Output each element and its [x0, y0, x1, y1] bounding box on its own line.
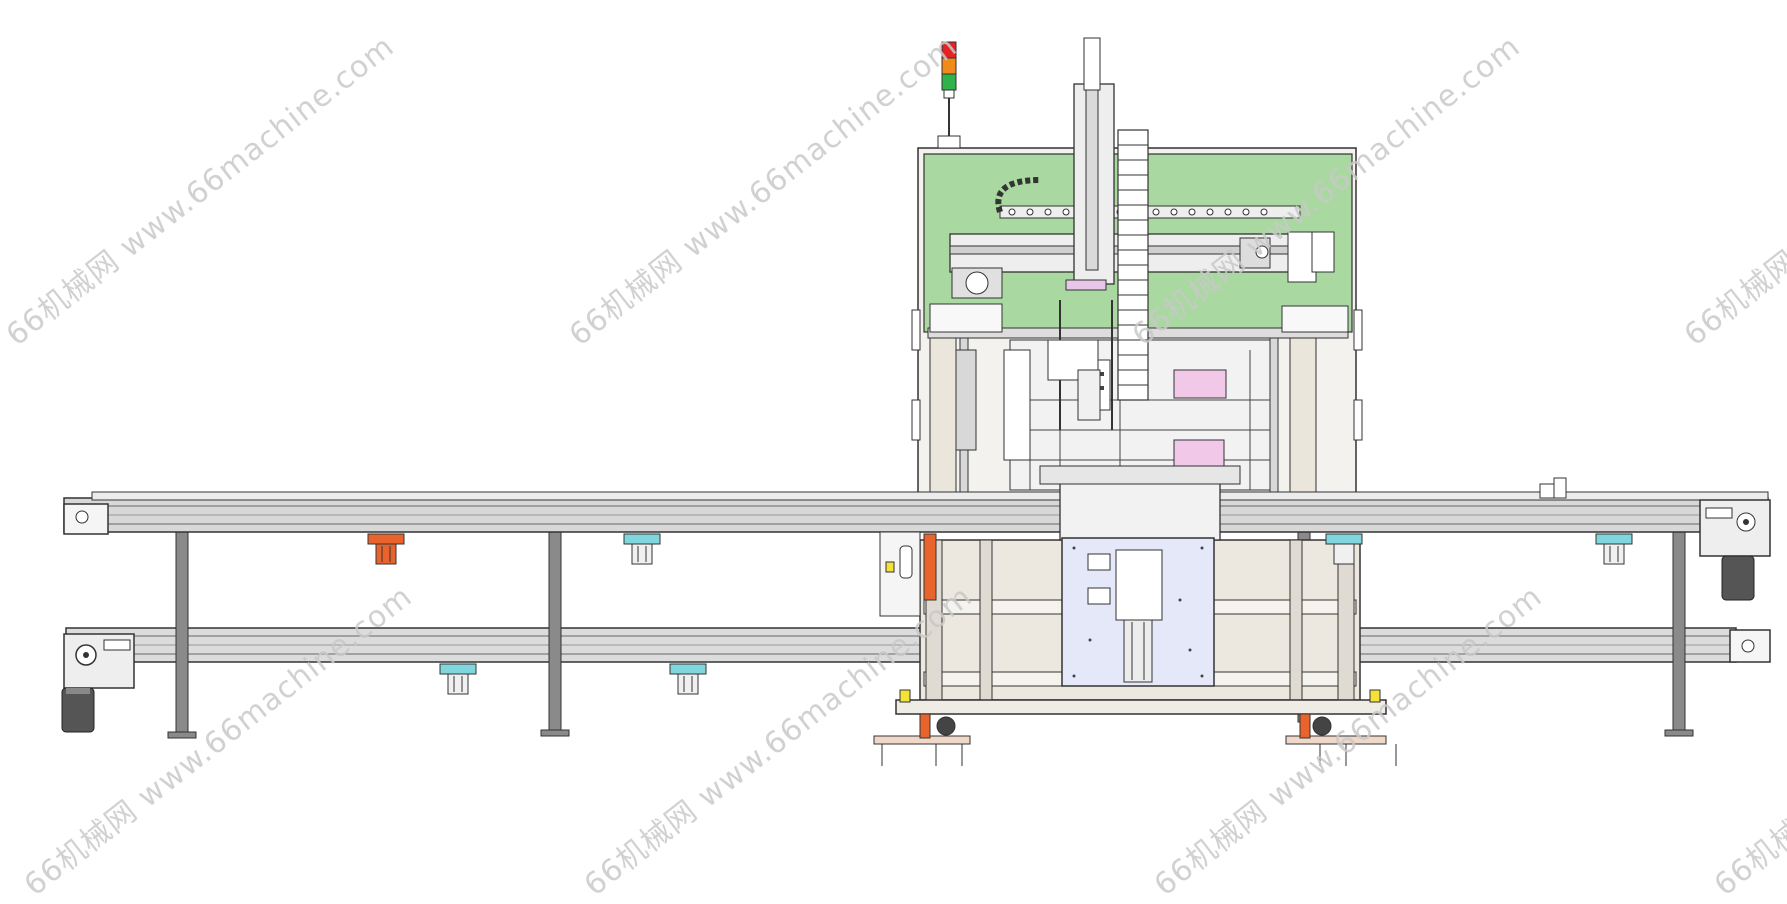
orange-guide	[923, 533, 937, 601]
leveling-feet	[873, 689, 1397, 766]
conveyor-machine-diagram	[61, 37, 1771, 766]
pink-component	[1173, 439, 1225, 469]
upper-motor	[1721, 555, 1755, 601]
sensor-cyan	[669, 663, 707, 695]
sensor-orange	[367, 533, 405, 565]
base-plate	[895, 699, 1387, 715]
sensor-cyan	[623, 533, 661, 565]
lower-conveyor	[61, 627, 1771, 733]
cable-chain-vertical	[1117, 129, 1149, 401]
sensor-cyan	[439, 663, 477, 695]
upper-conveyor	[63, 477, 1771, 601]
sensor-cyan	[1325, 533, 1363, 565]
sensor-cyan	[1595, 533, 1633, 565]
machine-drawing: 66机械网 www.66machine.com 66机械网 www.66mach…	[0, 29, 1787, 903]
pink-component	[1173, 369, 1227, 399]
lamp-orange	[941, 57, 957, 75]
lamp-green	[941, 73, 957, 91]
lamp-red	[941, 41, 957, 59]
signal-tower-lamp	[937, 41, 961, 149]
lower-motor	[61, 687, 95, 733]
lift-unit	[879, 465, 1241, 687]
z-axis	[1047, 37, 1149, 430]
